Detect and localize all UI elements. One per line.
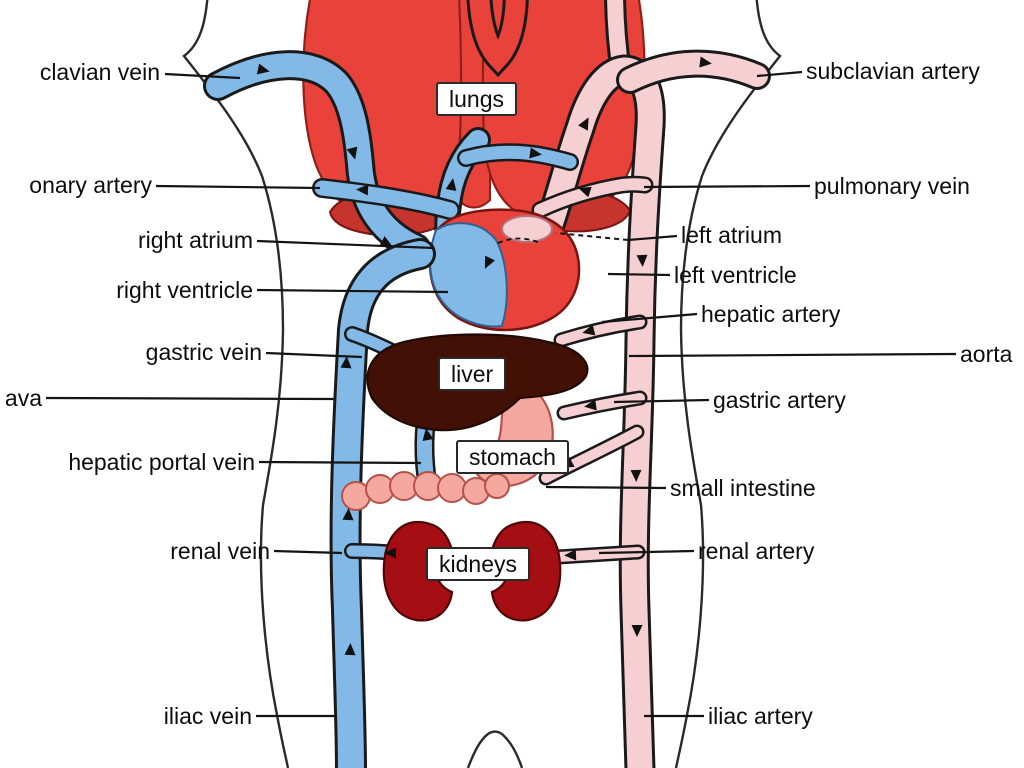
label-hepatic-portal-vein: hepatic portal vein bbox=[68, 449, 255, 475]
label-right-atrium: right atrium bbox=[137, 227, 253, 253]
label-gastric-artery: gastric artery bbox=[713, 387, 846, 413]
leader-lines bbox=[45, 70, 957, 718]
heart-shape bbox=[428, 208, 581, 332]
label-hepatic-artery: hepatic artery bbox=[701, 301, 841, 327]
vein-network-lower bbox=[329, 238, 448, 768]
label-left-atrium: left atrium bbox=[681, 222, 782, 248]
label-subclavian-artery: subclavian artery bbox=[806, 58, 980, 84]
label-renal-vein: renal vein bbox=[170, 538, 270, 564]
label-iliac-artery: iliac artery bbox=[708, 703, 813, 729]
label-lungs-box: lungs bbox=[436, 82, 517, 116]
label-stomach-box: stomach bbox=[456, 440, 569, 474]
label-renal-artery: renal artery bbox=[698, 538, 815, 564]
label-left-ventricle: left ventricle bbox=[674, 262, 797, 288]
right-heart-shape bbox=[429, 222, 508, 328]
label-liver-box: liver bbox=[438, 357, 507, 391]
lungs-shape bbox=[302, 0, 646, 224]
label-kidneys-box: kidneys bbox=[426, 547, 530, 581]
left-atrium-shape bbox=[501, 215, 553, 243]
label-gastric-vein: gastric vein bbox=[145, 339, 262, 365]
label-right-ventricle: right ventricle bbox=[116, 277, 253, 303]
small-intestine-shape bbox=[341, 471, 510, 511]
label-small-intestine: small intestine bbox=[670, 475, 816, 501]
label-pulmonary-vein: pulmonary vein bbox=[814, 173, 970, 199]
label-pulmonary-artery: onary artery bbox=[29, 172, 152, 198]
label-aorta: aorta bbox=[960, 341, 1013, 367]
vein-network-upper bbox=[203, 50, 579, 313]
label-vena-cava: ava bbox=[4, 385, 42, 411]
label-iliac-vein: iliac vein bbox=[163, 703, 252, 729]
label-subclavian-vein: clavian vein bbox=[39, 59, 160, 85]
